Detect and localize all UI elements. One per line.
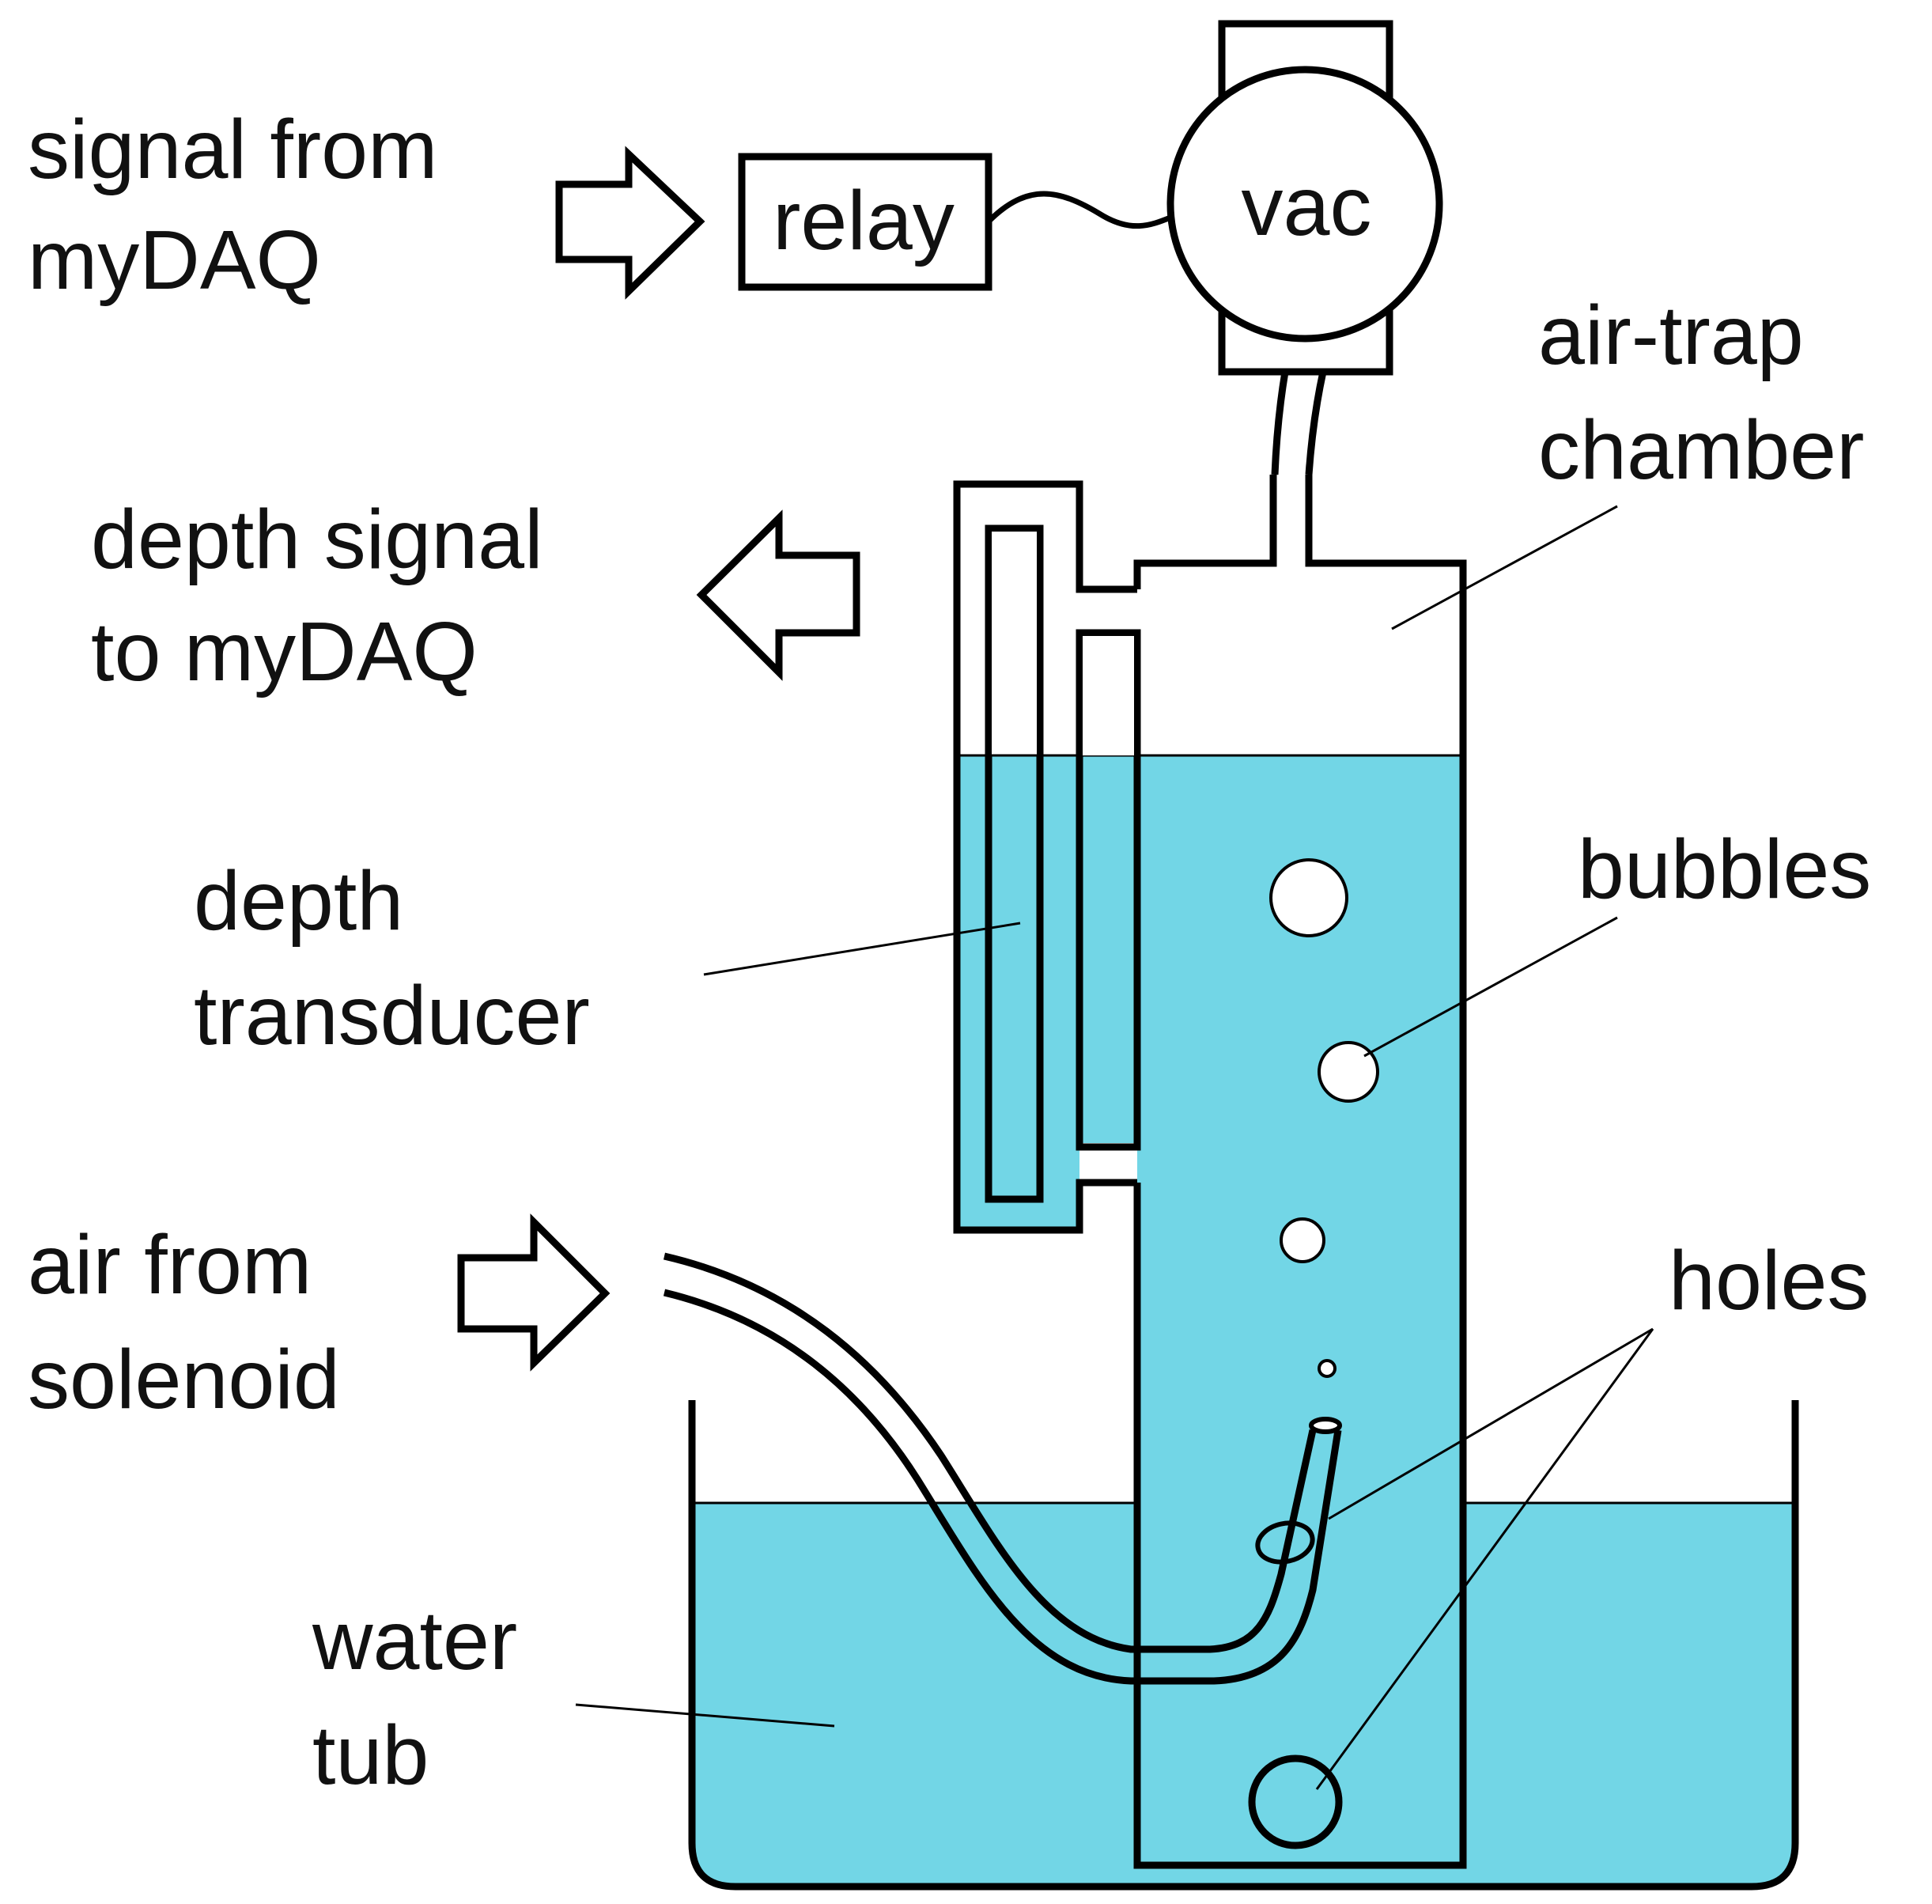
tub-outline (688, 1400, 1799, 1891)
label-water-tub-line2: tub (312, 1709, 429, 1802)
chamber-outline (1133, 475, 1467, 1869)
bubble-small (1280, 1217, 1325, 1263)
vacuum-pump: vac (1166, 20, 1443, 475)
bubble-large (1269, 858, 1348, 937)
arrow-signal-to-relay (555, 146, 705, 300)
leader-water-tub (575, 1703, 835, 1728)
leader-holes-lower (1315, 1328, 1654, 1790)
hose-side-hole (1255, 1520, 1315, 1565)
label-depth-signal-line1: depth signal (91, 493, 543, 586)
relay-box (738, 153, 992, 291)
label-depth-signal-line2: to myDAQ (91, 605, 478, 698)
label-signal-from-line1: signal from (28, 103, 437, 196)
housing-outline (953, 480, 1137, 1234)
label-air-trap-line1: air-trap (1538, 289, 1804, 382)
relay-module: relay (738, 153, 1172, 291)
depth-transducer-housing (953, 480, 1141, 1234)
bubble-tiny (1318, 1359, 1337, 1378)
label-depth-transducer-line1: depth (194, 854, 403, 948)
label-holes: holes (1669, 1234, 1869, 1327)
relay-label: relay (773, 174, 955, 267)
label-air-trap-line2: chamber (1538, 403, 1864, 497)
connector-inner-tube (1076, 629, 1141, 1151)
arrow-depth-signal-out (696, 509, 860, 681)
leader-depth-transducer (703, 922, 1021, 976)
leader-holes-upper (1328, 1327, 1654, 1520)
relay-to-vac-wire (986, 191, 1172, 229)
air-hose-upper-wall (663, 1252, 1317, 1653)
chamber-bottom-hole (1248, 1754, 1343, 1849)
label-air-from-line2: solenoid (28, 1333, 340, 1426)
air-hose-lower-wall (663, 1289, 1342, 1685)
bubble-medium (1318, 1041, 1379, 1103)
vac-motor-circle (1166, 66, 1443, 343)
label-signal-from-line2: myDAQ (28, 214, 321, 307)
connector-top-fill (1083, 636, 1134, 755)
vac-hose-left (1271, 371, 1289, 475)
vac-hose-right (1305, 371, 1327, 475)
air-hose (663, 1252, 1343, 1849)
arrow-air-from-solenoid (457, 1213, 611, 1372)
label-depth-transducer-line2: transducer (194, 969, 590, 1062)
vac-label: vac (1242, 160, 1372, 253)
bubbles-group (1269, 858, 1379, 1378)
label-air-from-line1: air from (28, 1218, 312, 1312)
label-water-tub-line1: water (312, 1594, 517, 1687)
leader-bubbles (1363, 916, 1618, 1058)
label-bubbles: bubbles (1578, 823, 1871, 916)
leader-air-trap (1391, 505, 1618, 630)
housing-water-fill (957, 755, 1079, 1230)
depth-sensor-dry-section (992, 532, 1037, 755)
depth-sensor-element (985, 524, 1044, 1203)
air-hose-outlet-end (1309, 1417, 1342, 1434)
connector-water-fill (1079, 755, 1137, 1143)
